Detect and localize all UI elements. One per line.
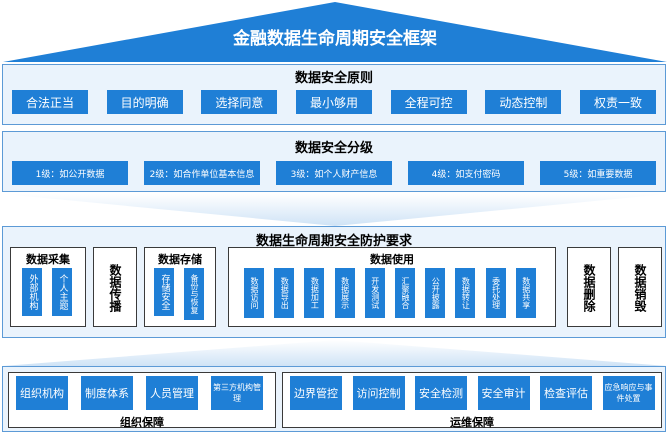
org-item: 第三方机构管理 bbox=[211, 376, 263, 410]
storage-item-backup: 备份与恢复 bbox=[184, 268, 204, 320]
delete-box bbox=[567, 247, 611, 327]
use-item: 委托处理 bbox=[485, 268, 506, 318]
collect-item-external: 外部机构 bbox=[22, 268, 42, 316]
principle-item: 动态控制 bbox=[485, 90, 562, 114]
storage-item-security: 存储安全 bbox=[154, 268, 174, 316]
arrow-down-connector bbox=[3, 194, 667, 226]
use-item: 公开披露 bbox=[425, 268, 446, 318]
destroy-box bbox=[618, 247, 662, 327]
org-item: 制度体系 bbox=[81, 376, 133, 410]
ops-item: 安全检测 bbox=[415, 376, 467, 410]
lifecycle-title: 数据生命周期安全防护要求 bbox=[255, 234, 412, 249]
use-item: 数据导出 bbox=[274, 268, 295, 318]
use-item: 开发测试 bbox=[364, 268, 385, 318]
use-item: 数据共享 bbox=[515, 268, 536, 318]
page-title: 金融数据生命周期安全框架 bbox=[233, 29, 437, 49]
delete-label: 数据删除 bbox=[582, 264, 596, 312]
ops-item: 边界管控 bbox=[290, 376, 342, 410]
collect-title: 数据采集 bbox=[26, 253, 70, 266]
use-item: 数据访问 bbox=[244, 268, 264, 318]
destroy-label: 数据销毁 bbox=[633, 264, 647, 312]
org-item: 组织机构 bbox=[16, 376, 68, 410]
grade-item: 1级：如公开数据 bbox=[12, 161, 128, 185]
transfer-box bbox=[93, 247, 137, 327]
use-title: 数据使用 bbox=[370, 253, 414, 266]
org-item: 人员管理 bbox=[146, 376, 198, 410]
ops-item: 安全审计 bbox=[477, 376, 530, 410]
principle-item: 合法正当 bbox=[12, 90, 88, 114]
ops-item: 应急响应与事件处置 bbox=[602, 376, 655, 410]
use-item: 汇聚融合 bbox=[395, 268, 415, 318]
principle-item: 权责一致 bbox=[580, 90, 656, 114]
roof-triangle bbox=[3, 2, 667, 62]
use-item: 数据加工 bbox=[304, 268, 325, 318]
storage-title: 数据存储 bbox=[158, 253, 202, 266]
org-title: 组织保障 bbox=[120, 416, 164, 429]
ops-box bbox=[282, 372, 662, 428]
principle-item: 选择同意 bbox=[201, 90, 278, 114]
ops-item: 检查评估 bbox=[540, 376, 592, 410]
arrow-down-connector-2 bbox=[3, 340, 667, 366]
grading-title: 数据安全分级 bbox=[294, 141, 373, 156]
grade-item: 2级：如合作单位基本信息 bbox=[144, 161, 260, 185]
principle-item: 最小够用 bbox=[296, 90, 372, 114]
ops-item: 访问控制 bbox=[352, 376, 405, 410]
principles-title: 数据安全原则 bbox=[294, 71, 373, 86]
grade-item: 3级：如个人财产信息 bbox=[276, 161, 392, 185]
use-item: 数据展示 bbox=[334, 268, 355, 318]
principle-item: 目的明确 bbox=[106, 90, 183, 114]
principle-item: 全程可控 bbox=[390, 90, 467, 114]
grade-item: 5级：如重要数据 bbox=[540, 161, 656, 185]
collect-item-personal: 个人主题 bbox=[52, 268, 72, 316]
use-item: 数据转让 bbox=[455, 268, 476, 318]
ops-title: 运维保障 bbox=[450, 416, 494, 429]
transfer-label: 数据传播 bbox=[108, 264, 122, 312]
grade-item: 4级：如支付密码 bbox=[408, 161, 524, 185]
